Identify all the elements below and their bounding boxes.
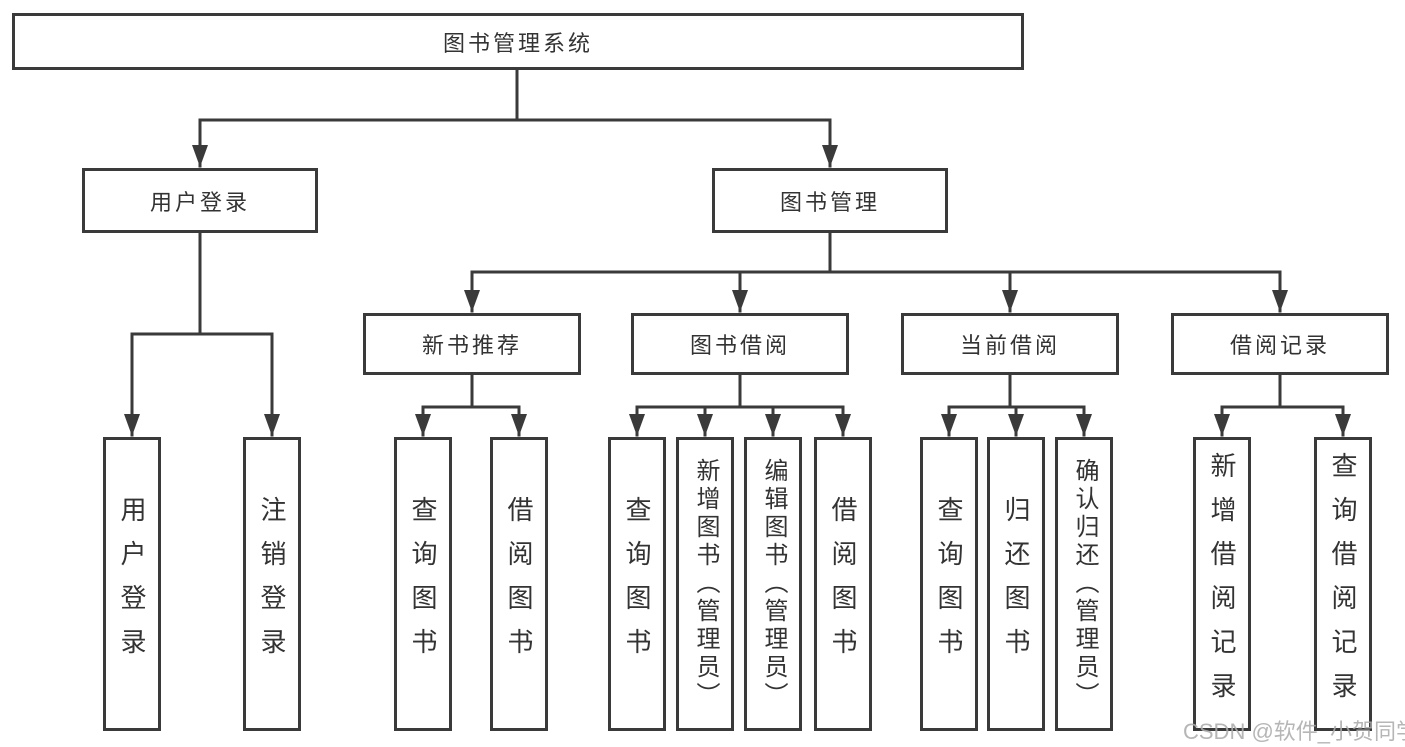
watermark-text: CSDN @软件_小贺同学 <box>1183 719 1405 744</box>
leaf-label: 注销登录 <box>257 496 287 672</box>
leaf-label: 借阅图书 <box>828 496 858 672</box>
leaf-label: 查询图书 <box>408 496 438 672</box>
leaf-label: 确认归还（管理员） <box>1071 458 1098 710</box>
leaf-confirm-return-admin: 确认归还（管理员） <box>1055 437 1113 731</box>
node-book-management: 图书管理 <box>712 168 948 233</box>
leaf-return-books: 归还图书 <box>987 437 1045 731</box>
node-label: 借阅记录 <box>1229 333 1330 358</box>
node-borrowing-records: 借阅记录 <box>1171 313 1389 375</box>
leaf-label: 归还图书 <box>1001 496 1031 672</box>
leaf-label: 用户登录 <box>117 496 147 672</box>
leaf-query-books-recommend: 查询图书 <box>394 437 452 731</box>
leaf-query-borrow-record: 查询借阅记录 <box>1314 437 1372 731</box>
node-library-management-system: 图书管理系统 <box>12 13 1024 70</box>
node-label: 图书管理系统 <box>442 30 593 56</box>
leaf-label: 查询图书 <box>934 496 964 672</box>
node-book-borrowing: 图书借阅 <box>631 313 849 375</box>
leaf-add-borrow-record: 新增借阅记录 <box>1193 437 1251 731</box>
node-new-book-recommendation: 新书推荐 <box>363 313 581 375</box>
node-label: 当前借阅 <box>959 333 1060 358</box>
leaf-borrow-books-recommend: 借阅图书 <box>490 437 548 731</box>
leaf-edit-books-admin: 编辑图书（管理员） <box>744 437 802 731</box>
leaf-label: 编辑图书（管理员） <box>760 458 787 710</box>
leaf-user-login: 用户登录 <box>103 437 161 731</box>
node-label: 图书借阅 <box>689 333 790 358</box>
leaf-label: 新增借阅记录 <box>1207 452 1237 716</box>
leaf-logout: 注销登录 <box>243 437 301 731</box>
leaf-label: 查询借阅记录 <box>1328 452 1358 716</box>
leaf-borrow-books: 借阅图书 <box>814 437 872 731</box>
node-label: 用户登录 <box>149 189 250 215</box>
leaf-query-books-borrow: 查询图书 <box>608 437 666 731</box>
node-label: 新书推荐 <box>421 333 522 358</box>
leaf-label: 查询图书 <box>622 496 652 672</box>
node-label: 图书管理 <box>779 189 880 215</box>
leaf-label: 新增图书（管理员） <box>692 458 719 710</box>
node-current-borrowing: 当前借阅 <box>901 313 1119 375</box>
leaf-query-books-current: 查询图书 <box>920 437 978 731</box>
node-user-login: 用户登录 <box>82 168 318 233</box>
leaf-label: 借阅图书 <box>504 496 534 672</box>
leaf-add-books-admin: 新增图书（管理员） <box>676 437 734 731</box>
